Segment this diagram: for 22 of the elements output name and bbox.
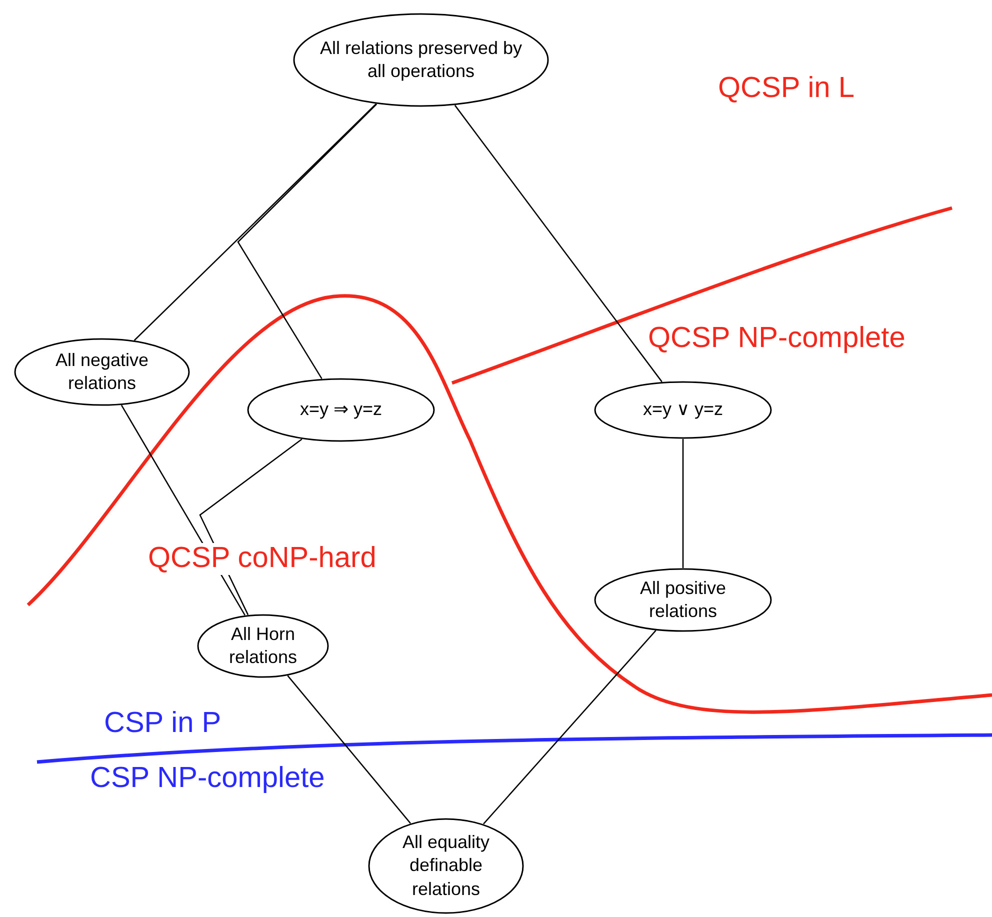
region-label: QCSP in L (716, 73, 856, 105)
ellipse-node (368, 818, 524, 914)
hasse-line (483, 630, 656, 824)
ellipse-node (197, 614, 329, 678)
node-label: x=y ⇒ y=z (298, 398, 384, 422)
ellipse-node (14, 338, 190, 406)
node-label: All positive relations (638, 576, 728, 623)
hasse-line (237, 104, 378, 380)
ellipse-node (594, 568, 772, 632)
hasse-line (682, 439, 684, 568)
node-label: All relations preserved by all operations (318, 36, 524, 83)
hasse-line (287, 675, 411, 824)
node-label: All negative relations (54, 348, 150, 395)
hasse-line (454, 104, 662, 382)
ellipse-node (594, 381, 772, 439)
node-label: All Horn relations (228, 622, 298, 669)
node-label: x=y ∨ y=z (642, 398, 724, 422)
region-label: QCSP NP-complete (646, 323, 908, 355)
ellipse-node (247, 378, 435, 442)
ellipse-node (293, 13, 549, 107)
node-label: All equality definable relations (401, 830, 491, 901)
hasse-line (134, 104, 376, 341)
